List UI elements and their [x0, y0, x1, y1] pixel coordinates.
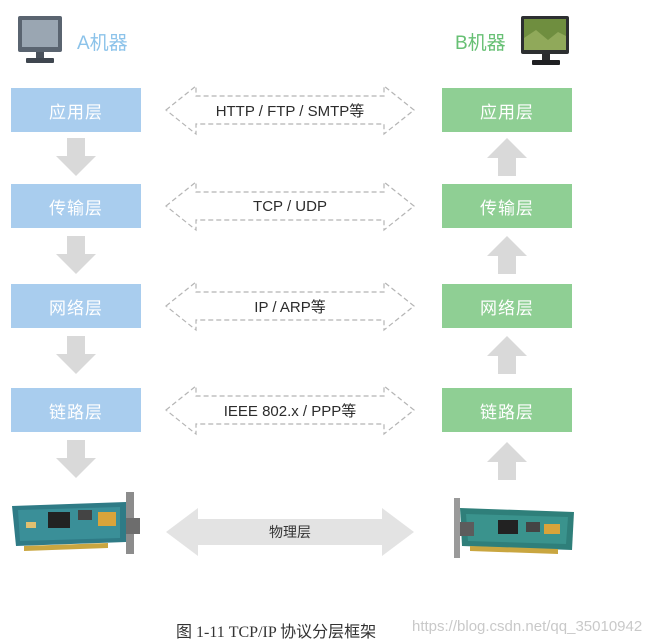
protocol-network: IP / ARP等 — [164, 280, 416, 332]
network-card-icon — [440, 494, 580, 569]
protocol-label-transport: TCP / UDP — [253, 197, 327, 215]
up-arrow-icon — [487, 442, 527, 480]
machine-a-link-layer: 链路层 — [11, 388, 141, 432]
up-arrow-icon — [487, 138, 527, 176]
protocol-label-network: IP / ARP等 — [254, 298, 326, 316]
down-arrow-icon — [56, 336, 96, 374]
machine-a-transport-layer: 传输层 — [11, 184, 141, 228]
protocol-label-application: HTTP / FTP / SMTP等 — [215, 102, 365, 120]
physical-layer-label: 物理层 — [269, 524, 311, 540]
physical-layer-double-arrow — [166, 508, 414, 556]
machine-b-link-layer: 链路层 — [442, 388, 572, 432]
machine-a-title: A机器 — [77, 33, 128, 54]
figure-caption: 图 1-11 TCP/IP 协议分层框架 — [176, 624, 377, 641]
protocol-link: IEEE 802.x / PPP等 — [164, 384, 416, 436]
machine-a-application-layer: 应用层 — [11, 88, 141, 132]
double-arrow-dashed-icon — [165, 84, 415, 136]
down-arrow-icon — [56, 440, 96, 478]
protocol-transport: TCP / UDP — [164, 180, 416, 232]
machine-b-title: B机器 — [455, 33, 506, 54]
up-arrow-icon — [487, 336, 527, 374]
double-arrow-dashed-icon — [165, 180, 415, 232]
machine-a-monitor-icon — [14, 14, 66, 71]
machine-b-transport-layer: 传输层 — [442, 184, 572, 228]
down-arrow-icon — [56, 138, 96, 176]
machine-b-monitor-icon — [518, 14, 574, 73]
protocol-label-link: IEEE 802.x / PPP等 — [223, 402, 357, 420]
up-arrow-icon — [487, 236, 527, 274]
machine-b-network-layer: 网络层 — [442, 284, 572, 328]
protocol-application: HTTP / FTP / SMTP等 — [164, 84, 416, 136]
watermark: https://blog.csdn.net/qq_35010942 — [412, 618, 643, 635]
machine-a-network-layer: 网络层 — [11, 284, 141, 328]
double-arrow-dashed-icon — [165, 280, 415, 332]
machine-b-application-layer: 应用层 — [442, 88, 572, 132]
down-arrow-icon — [56, 236, 96, 274]
network-card-icon — [8, 488, 148, 565]
double-arrow-dashed-icon — [165, 384, 415, 436]
